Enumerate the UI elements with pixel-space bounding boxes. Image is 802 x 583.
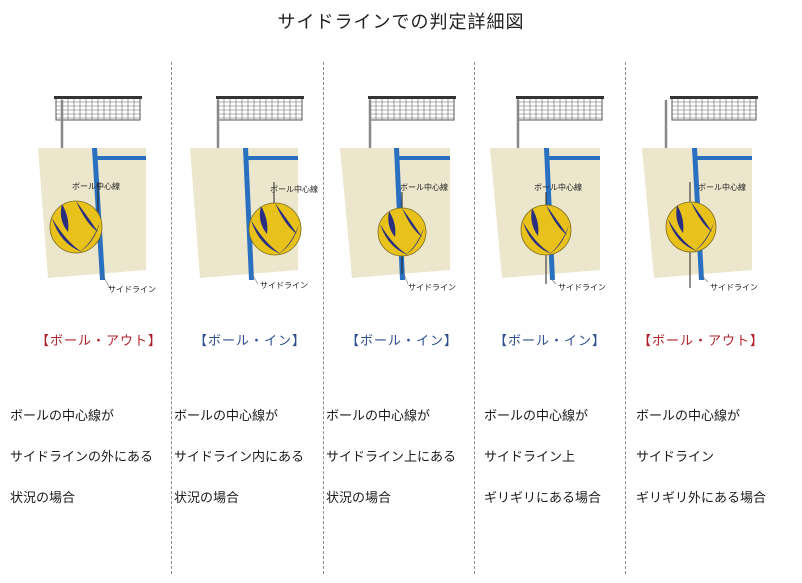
center-line-label: ボール中心線 (270, 184, 318, 194)
center-line-label: ボール中心線 (72, 181, 120, 191)
panel-2: ボール中心線 サイドライン 【ボール・イン】 ボールの中心線が サイドライン内に… (174, 0, 324, 583)
center-line-label: ボール中心線 (534, 182, 582, 192)
panel-4: ボール中心線 サイドライン 【ボール・イン】 ボールの中心線が サイドライン上 … (484, 0, 634, 583)
side-line-label: サイドライン (260, 281, 308, 290)
side-line-label: サイドライン (710, 283, 758, 292)
description-line: サイドライン内にある (174, 450, 305, 465)
description: ボールの中心線が サイドラインの外にある 状況の場合 (10, 396, 180, 519)
volleyball-icon (520, 204, 572, 256)
volleyball-icon (377, 207, 427, 257)
side-line-label: サイドライン (408, 283, 456, 292)
description-line: ボールの中心線が (484, 409, 589, 424)
description-line: サイドライン (636, 450, 715, 465)
side-line-label: サイドライン (558, 283, 606, 292)
column-divider (625, 62, 626, 574)
description-line: サイドライン上にある (326, 450, 457, 465)
center-line-label: ボール中心線 (698, 182, 746, 192)
court-scene-3: ボール中心線 サイドライン (340, 96, 456, 292)
panel-5: ボール中心線 サイドライン 【ボール・アウト】 ボールの中心線が サイドライン … (636, 0, 786, 583)
description-line: ボールの中心線が (10, 409, 115, 424)
description-line: サイドライン上 (484, 450, 576, 465)
verdict-label: 【ボール・イン】 (346, 334, 459, 349)
volleyball-icon (248, 202, 302, 256)
description-line: 状況の場合 (10, 491, 76, 506)
side-line (243, 148, 254, 280)
court-scene-2: ボール中心線 サイドライン (190, 96, 318, 290)
court-scene-4: ボール中心線 サイドライン (490, 96, 606, 292)
description: ボールの中心線が サイドライン上にある 状況の場合 (326, 396, 496, 519)
page-title: サイドラインでの判定詳細図 (277, 12, 525, 33)
volleyball-icon (49, 200, 103, 254)
description-line: 状況の場合 (326, 491, 392, 506)
description: ボールの中心線が サイドライン内にある 状況の場合 (174, 396, 344, 519)
verdict-label: 【ボール・アウト】 (638, 334, 765, 349)
side-line-label: サイドライン (108, 285, 156, 294)
volleyball-icon (665, 201, 717, 253)
column-divider (323, 62, 324, 574)
panel-1: ボール中心線 サイドライン 【ボール・アウト】 ボールの中心線が サイドラインの… (10, 0, 161, 583)
description-line: ギリギリにある場合 (484, 491, 602, 506)
description-line: ボールの中心線が (326, 409, 431, 424)
court-scene-1: ボール中心線 サイドライン (38, 96, 156, 294)
verdict-label: 【ボール・イン】 (494, 334, 607, 349)
center-line-label: ボール中心線 (400, 182, 448, 192)
verdict-label: 【ボール・アウト】 (36, 334, 163, 349)
description-line: ボールの中心線が (636, 409, 741, 424)
description-line: サイドラインの外にある (10, 450, 154, 465)
court-scene-5: ボール中心線 サイドライン (642, 96, 758, 292)
panel-3: ボール中心線 サイドライン 【ボール・イン】 ボールの中心線が サイドライン上に… (326, 0, 476, 583)
description-line: ギリギリ外にある場合 (636, 491, 767, 506)
verdict-label: 【ボール・イン】 (194, 334, 307, 349)
description: ボールの中心線が サイドライン上 ギリギリにある場合 (484, 396, 654, 519)
column-divider (474, 62, 475, 574)
description-line: 状況の場合 (174, 491, 240, 506)
description-line: ボールの中心線が (174, 409, 279, 424)
description: ボールの中心線が サイドライン ギリギリ外にある場合 (636, 396, 802, 519)
column-divider (171, 62, 172, 574)
